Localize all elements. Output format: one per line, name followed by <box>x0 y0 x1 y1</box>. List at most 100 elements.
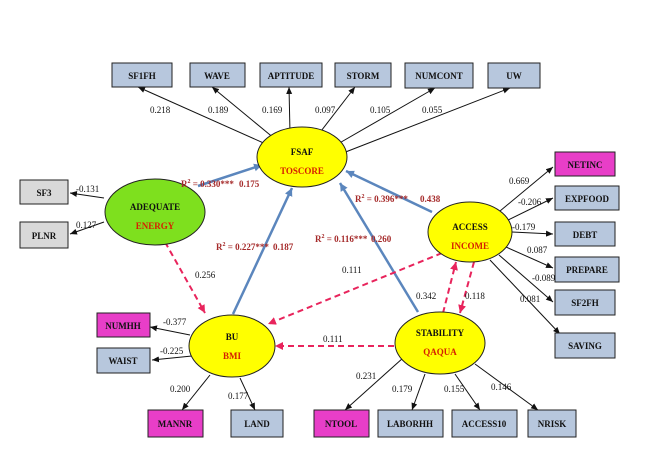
node-fsaf: FSAF TOSCORE <box>256 126 348 188</box>
arrow-bu-mannr <box>181 374 211 411</box>
arrow-access-prepare <box>505 246 554 269</box>
node-stability-name: STABILITY <box>416 328 465 338</box>
coef-stability-access: 0.342 <box>416 291 436 301</box>
arrow-bu-waist <box>151 355 193 363</box>
box-plnr: PLNR <box>32 231 57 241</box>
structural-labels: R2 = 0.330*** 0.175 R2 = 0.396*** 0.438 … <box>181 179 441 252</box>
arrow-fsaf-storm <box>317 86 356 136</box>
coef-netinc: 0.669 <box>509 176 530 186</box>
coef-nrisk: 0.146 <box>491 382 512 392</box>
path-stability-fsaf <box>338 182 420 313</box>
path-bu-fsaf <box>231 187 294 315</box>
coef-waist: -0.225 <box>160 346 184 356</box>
box-storm: STORM <box>347 71 380 81</box>
coef-uw: 0.055 <box>422 105 443 115</box>
arrow-access-sf2fh <box>498 254 554 303</box>
coef-stability-fsaf: 0.260 <box>371 234 392 244</box>
box-waist: WAIST <box>108 356 137 366</box>
box-sf2fh: SF2FH <box>571 298 599 308</box>
box-wave: WAVE <box>204 71 230 81</box>
node-access-sub: INCOME <box>451 241 489 251</box>
coef-land: 0.177 <box>228 391 249 401</box>
arrow-stability-ntool <box>344 357 404 411</box>
r2-access-fsaf: R2 = 0.396*** <box>355 194 408 204</box>
node-fsaf-name: FSAF <box>291 147 314 157</box>
coef-sf2fh: -0.089 <box>532 273 556 283</box>
coef-sf1fh: 0.218 <box>150 105 171 115</box>
node-bu: BU BMI <box>188 314 276 378</box>
box-numcont: NUMCONT <box>415 71 463 81</box>
coef-sf3: -0.131 <box>76 184 99 194</box>
coef-numhh: -0.377 <box>163 317 187 327</box>
coef-laborhh: 0.179 <box>392 384 413 394</box>
path-access-bu <box>267 252 443 325</box>
coef-mannr: 0.200 <box>170 384 191 394</box>
arrow-fsaf-wave <box>211 86 276 140</box>
r2-bu: R2 = 0.227*** <box>216 242 269 252</box>
r2-adequate-fsaf: R2 = 0.330*** <box>181 179 234 189</box>
box-laborhh: LABORHH <box>387 419 433 429</box>
structural-paths-blue <box>197 163 433 315</box>
coef-bu-fsaf: 0.187 <box>273 242 294 252</box>
box-netinc: NETINC <box>567 160 602 170</box>
arrow-fsaf-uw <box>342 87 511 154</box>
box-sf3: SF3 <box>36 188 52 198</box>
node-adequate: ADEQUATE ENERGY <box>104 178 206 246</box>
coef-ntool: 0.231 <box>356 371 376 381</box>
coef-storm: 0.097 <box>315 105 336 115</box>
node-bu-sub: BMI <box>223 351 241 361</box>
path-stability-access <box>442 261 458 314</box>
node-access: ACCESS INCOME <box>427 201 513 263</box>
node-stability-sub: QAQUA <box>423 347 457 357</box>
structural-paths-red <box>164 241 475 350</box>
box-prepare: PREPARE <box>566 265 608 275</box>
arrow-fsaf-sf1fh <box>137 86 269 146</box>
path-access-fsaf <box>345 169 433 214</box>
arrow-bu-numhh <box>149 325 191 336</box>
arrow-stability-access10 <box>454 373 481 411</box>
arrow-fsaf-aptitude <box>286 86 293 134</box>
box-access10: ACCESS10 <box>462 419 507 429</box>
box-sf1fh: SF1FH <box>128 71 156 81</box>
arrow-access-debt <box>511 230 554 237</box>
coef-saving: 0.081 <box>520 294 540 304</box>
coef-debt: -0.179 <box>512 222 536 232</box>
box-land: LAND <box>244 419 270 429</box>
coefficient-labels: 0.218 0.189 0.169 0.097 0.105 0.055 -0.1… <box>76 105 556 401</box>
box-numhh: NUMHH <box>105 321 141 331</box>
coef-access-fsaf: 0.438 <box>420 194 441 204</box>
coef-adequate-bu: 0.256 <box>195 270 216 280</box>
path-access-stability <box>458 261 475 314</box>
box-saving: SAVING <box>568 341 602 351</box>
arrow-adequate-sf3 <box>69 191 105 199</box>
arrow-access-netinc <box>499 166 554 212</box>
indicator-arrows <box>69 86 561 411</box>
coef-wave: 0.189 <box>208 105 229 115</box>
coef-expfood: -0.206 <box>518 197 542 207</box>
coef-access-stability: 0.118 <box>465 291 485 301</box>
box-expfood: EXPFOOD <box>565 194 609 204</box>
coef-numcont: 0.105 <box>370 105 391 115</box>
arrow-adequate-plnr <box>69 221 105 235</box>
node-adequate-sub: ENERGY <box>136 221 175 231</box>
box-debt: DEBT <box>573 230 598 240</box>
coef-access10: 0.155 <box>444 384 465 394</box>
path-adequate-bu <box>164 241 206 314</box>
arrow-fsaf-numcont <box>335 87 436 146</box>
node-stability: STABILITY QAQUA <box>394 311 486 375</box>
node-fsaf-sub: TOSCORE <box>280 166 324 176</box>
r2-stability: R2 = 0.116*** <box>315 234 368 244</box>
arrow-stability-nrisk <box>474 363 539 411</box>
box-ntool: NTOOL <box>325 419 357 429</box>
arrow-stability-laborhh <box>411 373 426 411</box>
arrow-bu-land <box>239 377 256 411</box>
indicator-boxes: SF1FH WAVE APTITUDE STORM NUMCONT UW SF3… <box>19 62 620 438</box>
node-bu-name: BU <box>226 332 239 342</box>
path-adequate-fsaf <box>197 163 263 188</box>
coef-aptitude: 0.169 <box>262 105 283 115</box>
box-nrisk: NRISK <box>538 419 567 429</box>
coef-adequate-fsaf: 0.175 <box>239 179 260 189</box>
coef-prepare: 0.087 <box>527 245 548 255</box>
box-aptitude: APTITUDE <box>268 71 315 81</box>
